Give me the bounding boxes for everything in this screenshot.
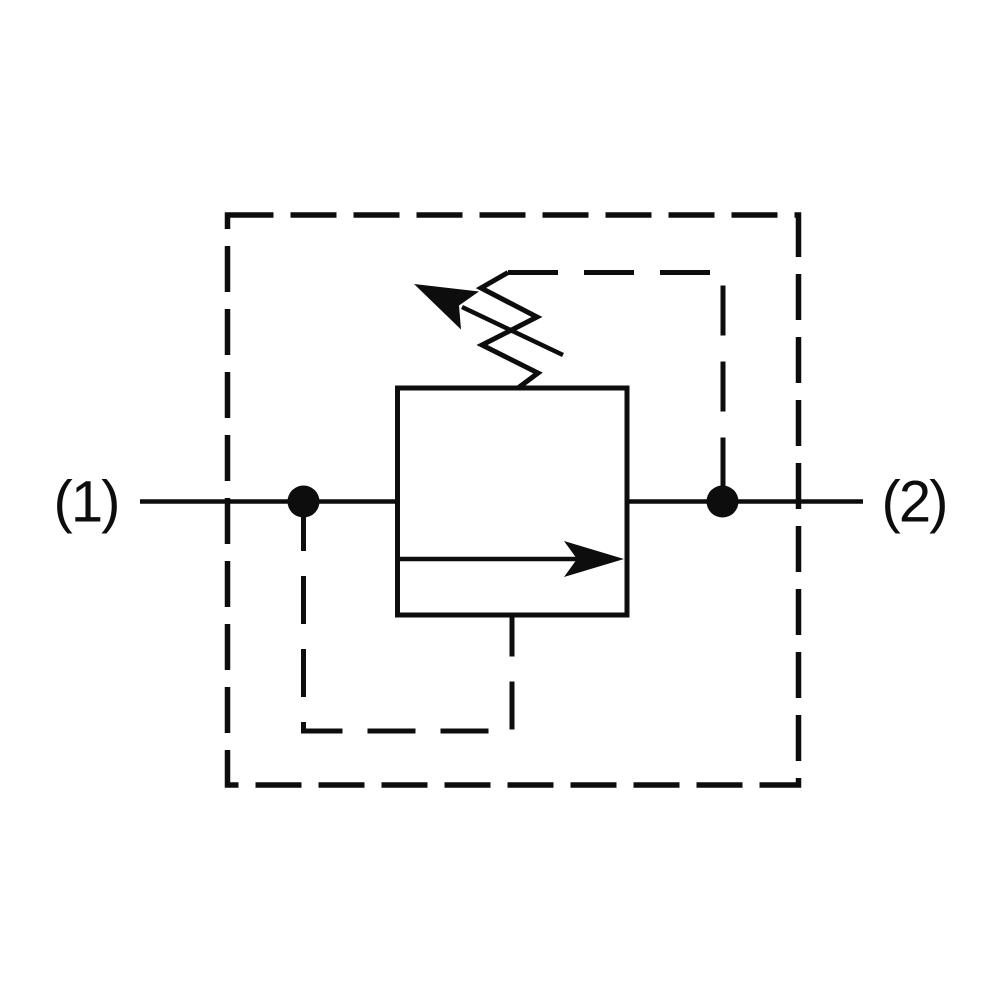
adjustment-arrow-shaft bbox=[461, 304, 564, 358]
junction-dot-left bbox=[287, 485, 320, 518]
port-2-label: (2) bbox=[882, 470, 947, 535]
valve-body bbox=[395, 385, 630, 618]
flow-arrow-head-icon bbox=[564, 541, 624, 577]
adjustment-arrow-head-icon bbox=[414, 284, 479, 330]
port-1-label: (1) bbox=[54, 470, 119, 535]
junction-dot-right bbox=[706, 485, 739, 518]
pilot-line-bottom bbox=[301, 503, 515, 734]
